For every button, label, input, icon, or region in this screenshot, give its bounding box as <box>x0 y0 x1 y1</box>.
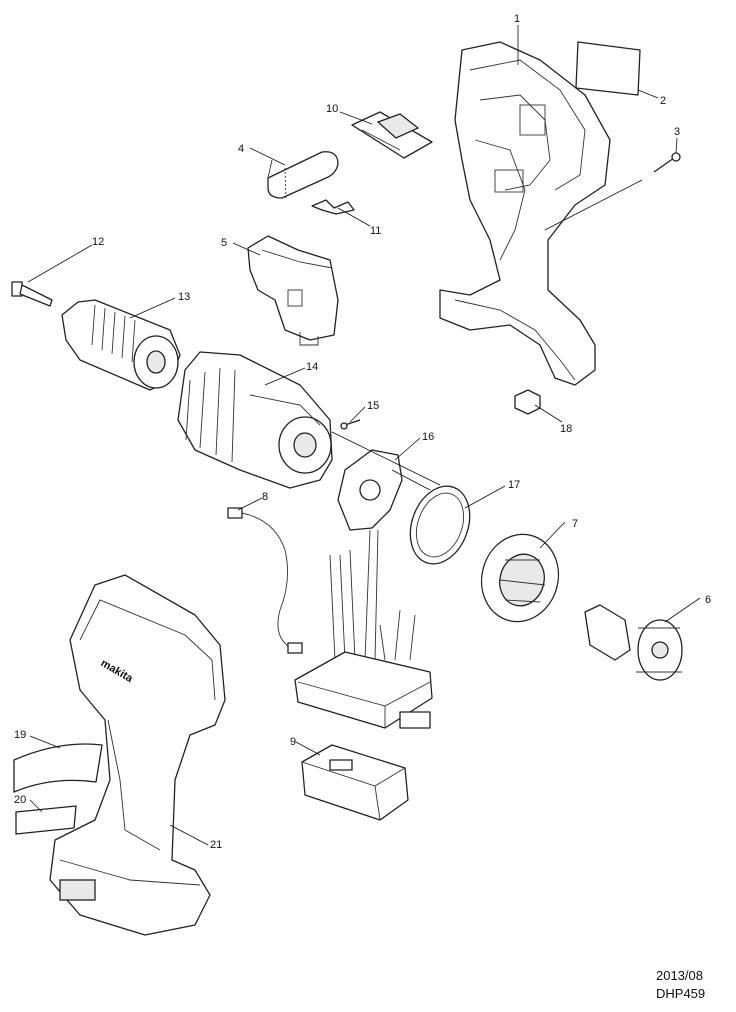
callout-5: 5 <box>221 237 227 249</box>
part-rotor-6 <box>584 604 683 681</box>
callout-3: 3 <box>674 126 680 138</box>
part-terminal-9 <box>301 744 409 821</box>
part-screw-15 <box>340 419 361 430</box>
callout-7: 7 <box>572 518 578 530</box>
callout-4: 4 <box>238 143 244 155</box>
part-chuck-13 <box>61 299 181 391</box>
callout-14: 14 <box>306 361 318 373</box>
callout-10: 10 <box>326 103 338 115</box>
callout-labels: 1 2 3 4 5 6 7 8 9 10 11 12 13 14 15 16 1… <box>14 13 711 851</box>
part-label-2 <box>575 41 641 96</box>
part-baffle-plate-16 <box>337 449 403 531</box>
callout-18: 18 <box>560 423 572 435</box>
part-stator-7 <box>480 533 560 623</box>
footer-date: 2013/08 <box>656 968 703 983</box>
callout-2: 2 <box>660 95 666 107</box>
part-housing-left-21: makita <box>49 574 226 936</box>
part-lock-button-4 <box>267 151 339 199</box>
part-clip-18 <box>514 389 541 415</box>
part-label-19 <box>13 743 103 793</box>
part-controller <box>294 529 433 729</box>
part-switch-lever-10 <box>351 111 433 159</box>
callout-15: 15 <box>367 400 379 412</box>
callout-20: 20 <box>14 794 26 806</box>
callout-9: 9 <box>290 736 296 748</box>
callout-21: 21 <box>210 839 222 851</box>
callout-12: 12 <box>92 236 104 248</box>
part-screw-12 <box>11 281 53 307</box>
callout-8: 8 <box>262 491 268 503</box>
callout-1: 1 <box>514 13 520 25</box>
footer-model-number: DHP459 <box>656 986 706 1001</box>
part-screw-3 <box>653 152 681 173</box>
callout-11: 11 <box>370 225 381 237</box>
callout-13: 13 <box>178 291 190 303</box>
part-gear-assembly-14 <box>177 351 333 489</box>
leader-lines <box>27 25 701 846</box>
callout-6: 6 <box>705 594 711 606</box>
part-ring-17 <box>409 485 471 565</box>
part-led-circuit-8 <box>227 507 303 654</box>
part-switch-5 <box>247 235 339 346</box>
part-housing-right <box>439 41 611 386</box>
part-label-20 <box>15 805 77 835</box>
callout-19: 19 <box>14 729 26 741</box>
part-spring-11 <box>311 199 355 215</box>
callout-17: 17 <box>508 479 520 491</box>
callout-16: 16 <box>422 431 434 443</box>
